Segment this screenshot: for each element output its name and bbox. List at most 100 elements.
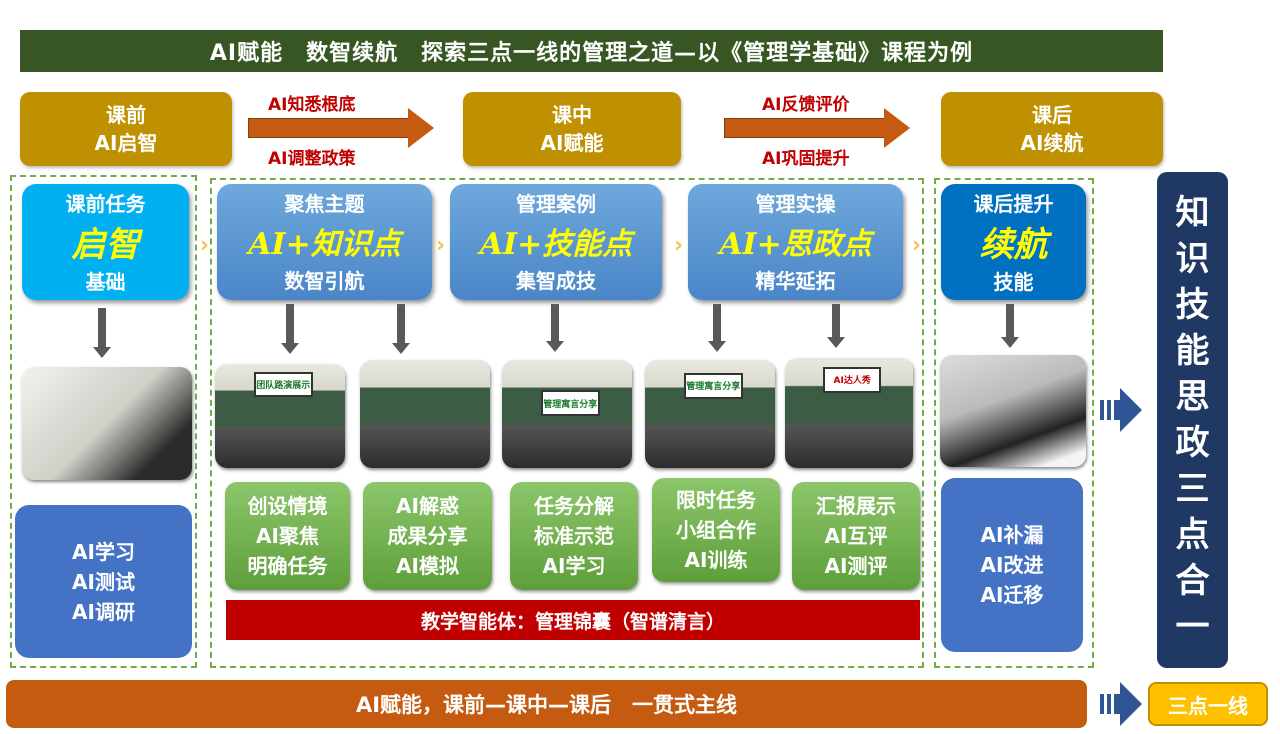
panel-char: 政 — [1175, 423, 1210, 463]
panel-char: 识 — [1175, 239, 1210, 279]
phase-label: 课中 — [552, 103, 592, 127]
card-title: 聚焦主题 — [284, 192, 365, 216]
activity-item: 汇报展示 — [816, 494, 896, 518]
knowledge-card: 聚焦主题 AI+知识点 数智引航 — [217, 184, 432, 300]
phase-post-class: 课后 AI续航 — [941, 92, 1163, 166]
panel-char: 点 — [1175, 515, 1210, 555]
card-title: 管理案例 — [516, 192, 596, 216]
phase-sublabel: AI启智 — [94, 131, 158, 155]
striped-arrow-right-icon — [1100, 388, 1144, 432]
photo-fable-sharing: 管理寓言分享 — [502, 360, 632, 468]
arrow-down-icon — [708, 304, 726, 352]
activity-item: 创设情境 — [247, 494, 328, 518]
panel-char: 三 — [1175, 469, 1210, 509]
flow-arrow-1: AI知悉根底 AI调整政策 — [248, 95, 434, 169]
photo-post-class-discussion — [940, 355, 1086, 467]
activity-item: 任务分解 — [534, 494, 614, 518]
activity-item: AI互评 — [824, 524, 888, 548]
post-class-group — [934, 178, 1094, 668]
card-title: 课前任务 — [65, 192, 146, 216]
pre-class-group — [10, 175, 197, 668]
integration-panel: 知 识 技 能 思 政 三 点 合 一 — [1157, 172, 1228, 668]
activity-box-2: AI解惑成果分享 AI模拟 — [363, 482, 492, 590]
activity-item: AI改进 — [980, 553, 1044, 577]
main-line-bar: AI赋能，课前—课中—课后 一贯式主线 — [6, 680, 1087, 728]
activity-item: AI聚焦 — [256, 524, 319, 548]
activity-box-3: 任务分解标准示范 AI学习 — [510, 482, 638, 590]
panel-char: 思 — [1175, 377, 1210, 417]
chevron-right-icon: › — [912, 233, 922, 258]
arrow-down-icon — [546, 304, 564, 352]
card-highlight: 续航 — [979, 225, 1048, 265]
card-subtitle: 精华延拓 — [755, 269, 836, 293]
arrow-down-icon — [93, 308, 111, 358]
activity-item: AI训练 — [684, 548, 748, 572]
post-class-card: 课后提升 续航 技能 — [941, 184, 1086, 300]
in-class-group — [210, 178, 924, 668]
activity-item: AI迁移 — [980, 583, 1044, 607]
activity-item: AI测评 — [824, 554, 888, 578]
card-title: 课后提升 — [973, 192, 1054, 216]
activity-item: 明确任务 — [247, 554, 328, 578]
arrow-down-icon — [1001, 304, 1019, 348]
photo-banner: AI达人秀 — [823, 366, 881, 394]
phase-pre-class: 课前 AI启智 — [20, 92, 232, 166]
photo-presentation — [360, 360, 490, 468]
card-highlight: AI+技能点 — [479, 227, 633, 262]
three-points-one-line-box: 三点一线 — [1148, 682, 1268, 726]
ideology-card: 管理实操 AI+思政点 精华延拓 — [688, 184, 903, 300]
photo-group-task: 管理寓言分享 — [645, 360, 775, 468]
pre-class-card: 课前任务 启智 基础 — [22, 184, 189, 300]
photo-banner: 管理寓言分享 — [684, 372, 743, 399]
teaching-agent-bar: 教学智能体：管理锦囊（智谱清言） — [226, 600, 920, 640]
arrow-down-icon — [392, 304, 410, 354]
chevron-right-icon: › — [436, 233, 446, 258]
arrow-down-icon — [281, 304, 299, 354]
card-subtitle: 数智引航 — [284, 269, 365, 293]
activity-item: AI解惑 — [396, 494, 459, 518]
panel-char: 技 — [1175, 285, 1210, 325]
activity-box-4: 限时任务小组合作 AI训练 — [652, 478, 780, 582]
panel-char: 一 — [1175, 607, 1210, 647]
phase-label: 课前 — [106, 103, 146, 127]
arrow-label-bottom: AI巩固提升 — [762, 149, 850, 169]
card-subtitle: 集智成技 — [516, 269, 596, 293]
skill-card: 管理案例 AI+技能点 集智成技 — [450, 184, 662, 300]
phase-label: 课后 — [1032, 103, 1072, 127]
activity-item: AI学习 — [72, 539, 135, 564]
activity-item: AI补漏 — [980, 523, 1044, 547]
arrow-label-bottom: AI调整政策 — [268, 149, 356, 169]
activity-item: AI模拟 — [396, 554, 459, 578]
flow-arrow-2: AI反馈评价 AI巩固提升 — [724, 95, 910, 169]
card-subtitle: 技能 — [993, 270, 1034, 294]
arrow-label-top: AI反馈评价 — [762, 95, 850, 115]
chevron-right-icon: › — [200, 233, 210, 258]
panel-char: 能 — [1175, 331, 1210, 371]
activity-item: 限时任务 — [676, 488, 756, 512]
activity-item: AI调研 — [72, 599, 135, 624]
activity-item: AI测试 — [72, 569, 135, 594]
activity-item: 成果分享 — [387, 524, 468, 548]
photo-banner: 团队路演展示 — [254, 372, 313, 398]
card-title: 管理实操 — [755, 192, 836, 216]
card-highlight: AI+思政点 — [719, 227, 872, 262]
card-highlight: AI+知识点 — [248, 227, 401, 262]
panel-char: 合 — [1175, 561, 1210, 601]
arrow-label-top: AI知悉根底 — [268, 95, 356, 115]
activity-item: AI学习 — [542, 554, 606, 578]
activity-item: 小组合作 — [676, 518, 756, 542]
chevron-right-icon: › — [674, 233, 684, 258]
photo-team-roadshow: 团队路演展示 — [215, 364, 345, 468]
card-subtitle: 基础 — [85, 270, 126, 294]
phase-sublabel: AI续航 — [1020, 131, 1084, 155]
striped-arrow-right-icon — [1100, 682, 1144, 726]
activity-item: 标准示范 — [534, 524, 614, 548]
page-title: AI赋能 数智续航 探索三点一线的管理之道—以《管理学基础》课程为例 — [20, 30, 1163, 72]
card-highlight: 启智 — [71, 225, 140, 265]
photo-student-study — [22, 367, 192, 480]
activity-box-1: 创设情境 AI聚焦明确任务 — [225, 482, 350, 590]
panel-char: 知 — [1175, 193, 1210, 233]
activity-box-5: 汇报展示 AI互评 AI测评 — [792, 482, 920, 590]
photo-banner: 管理寓言分享 — [541, 390, 600, 417]
